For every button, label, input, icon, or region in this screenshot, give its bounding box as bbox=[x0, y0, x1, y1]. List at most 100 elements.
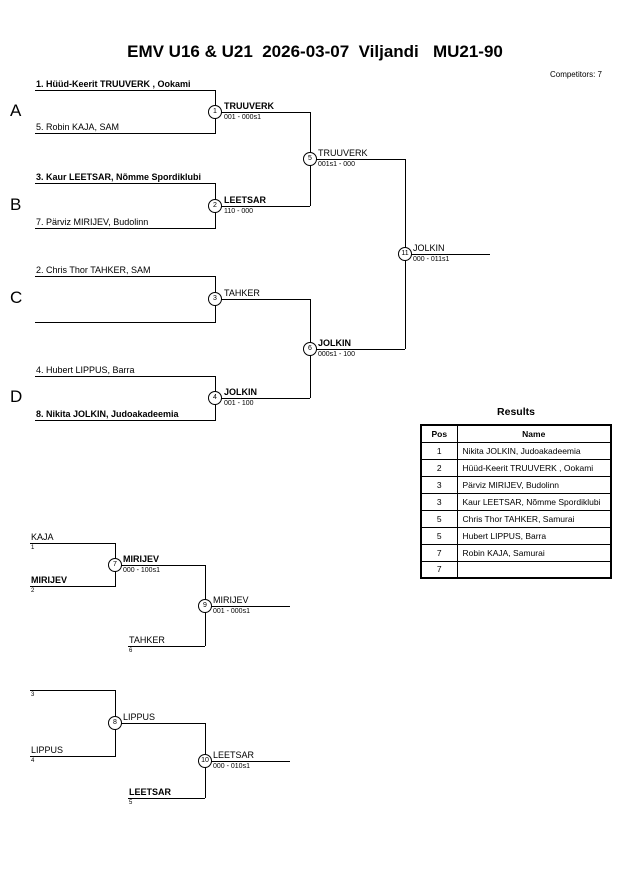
result-pos: 3 bbox=[420, 475, 458, 494]
player-name: MIRIJEV bbox=[31, 575, 68, 585]
competitors-count: Competitors: 7 bbox=[549, 70, 602, 79]
winner-name: TRUUVERK bbox=[224, 101, 275, 111]
seed-number: 5 bbox=[129, 800, 133, 806]
pool-letter: B bbox=[10, 195, 22, 214]
player-name: LIPPUS bbox=[31, 745, 64, 755]
player-name: 5. Robin KAJA, SAM bbox=[36, 122, 120, 132]
bracket-hline bbox=[405, 254, 490, 255]
table-row: 5 Chris Thor TAHKER, Samurai bbox=[420, 509, 612, 528]
result-pos: 5 bbox=[420, 526, 458, 545]
match-score: 001 - 000s1 bbox=[213, 608, 250, 615]
results-header-row: Pos Name bbox=[420, 424, 612, 443]
match-score: 000s1 - 100 bbox=[318, 351, 355, 358]
winner-name: MIRIJEV bbox=[213, 595, 249, 605]
winner-name: MIRIJEV bbox=[123, 554, 160, 564]
match-number-circle: 2 bbox=[208, 199, 222, 213]
player-name: 2. Chris Thor TAHKER, SAM bbox=[36, 265, 151, 275]
table-row: 2 Hüüd-Keerit TRUUVERK , Ookami bbox=[420, 458, 612, 477]
results-table: Pos Name 1 Nikita JOLKIN, Judoakadeemia … bbox=[420, 424, 612, 579]
bracket-hline bbox=[35, 276, 216, 277]
bracket-hline bbox=[35, 228, 216, 229]
match-number-circle: 5 bbox=[303, 152, 317, 166]
bracket-hline bbox=[310, 159, 405, 160]
result-pos: 1 bbox=[420, 441, 458, 460]
result-pos: 5 bbox=[420, 509, 458, 528]
bracket-hline bbox=[205, 606, 290, 607]
match-score: 110 - 000 bbox=[224, 208, 254, 215]
bracket-hline bbox=[215, 398, 310, 399]
result-pos: 3 bbox=[420, 492, 458, 511]
match-number-circle: 9 bbox=[198, 599, 212, 613]
match-number-circle: 11 bbox=[398, 247, 412, 261]
result-name: Robin KAJA, Samurai bbox=[456, 543, 612, 562]
bracket-hline bbox=[215, 299, 310, 300]
bracket-hline bbox=[35, 133, 216, 134]
seed-number: 1 bbox=[31, 545, 35, 551]
match-score: 001 - 100 bbox=[224, 400, 254, 407]
winner-name: LEETSAR bbox=[224, 195, 267, 205]
bracket-hline bbox=[115, 565, 205, 566]
match-score: 000 - 010s1 bbox=[213, 763, 250, 770]
result-pos: 7 bbox=[420, 543, 458, 562]
pool-letter: A bbox=[10, 101, 22, 120]
bracket-hline bbox=[35, 322, 216, 323]
match-score: 001 - 000s1 bbox=[224, 114, 261, 121]
results-header-pos: Pos bbox=[420, 424, 458, 443]
seed-number: 6 bbox=[129, 648, 133, 654]
player-name: 3. Kaur LEETSAR, Nõmme Spordiklubi bbox=[36, 172, 202, 182]
table-row: 7 bbox=[420, 560, 612, 579]
match-score: 001s1 - 000 bbox=[318, 161, 355, 168]
bracket-hline bbox=[205, 761, 290, 762]
bracket-hline bbox=[215, 206, 310, 207]
table-row: 1 Nikita JOLKIN, Judoakadeemia bbox=[420, 441, 612, 460]
match-number-circle: 10 bbox=[198, 754, 212, 768]
result-name: Hüüd-Keerit TRUUVERK , Ookami bbox=[456, 458, 612, 477]
winner-name: JOLKIN bbox=[318, 338, 352, 348]
result-name: Pärviz MIRIJEV, Budolinn bbox=[456, 475, 612, 494]
bracket-hline bbox=[35, 376, 216, 377]
result-name: Kaur LEETSAR, Nõmme Spordiklubi bbox=[456, 492, 612, 511]
player-name: 7. Pärviz MIRIJEV, Budolinn bbox=[36, 217, 149, 227]
match-number-circle: 3 bbox=[208, 292, 222, 306]
pool-letter: D bbox=[10, 387, 23, 406]
winner-name: LEETSAR bbox=[213, 750, 255, 760]
match-score: 000 - 100s1 bbox=[123, 567, 160, 574]
winner-name: TAHKER bbox=[224, 288, 260, 298]
winner-name: JOLKIN bbox=[224, 387, 258, 397]
match-number-circle: 8 bbox=[108, 716, 122, 730]
result-pos: 7 bbox=[420, 560, 458, 579]
bracket-hline bbox=[115, 723, 205, 724]
bracket-hline bbox=[35, 183, 216, 184]
page-title: EMV U16 & U21 2026-03-07 Viljandi MU21-9… bbox=[127, 42, 503, 61]
table-row: 3 Pärviz MIRIJEV, Budolinn bbox=[420, 475, 612, 494]
bracket-hline bbox=[310, 349, 405, 350]
seed-number: 4 bbox=[31, 758, 35, 764]
bracket-hline bbox=[128, 646, 205, 647]
player-name: 4. Hubert LIPPUS, Barra bbox=[36, 365, 135, 375]
seed-number: 3 bbox=[31, 692, 35, 698]
winner-name: TRUUVERK bbox=[318, 148, 368, 158]
result-name: Hubert LIPPUS, Barra bbox=[456, 526, 612, 545]
table-row: 3 Kaur LEETSAR, Nõmme Spordiklubi bbox=[420, 492, 612, 511]
player-name: KAJA bbox=[31, 532, 54, 542]
player-name: 1. Hüüd-Keerit TRUUVERK , Ookami bbox=[36, 79, 191, 89]
bracket-hline bbox=[30, 756, 116, 757]
result-name bbox=[456, 560, 612, 579]
bracket-hline bbox=[30, 543, 116, 544]
bracket-hline bbox=[35, 420, 216, 421]
player-name: 8. Nikita JOLKIN, Judoakadeemia bbox=[36, 409, 179, 419]
results-header-name: Name bbox=[456, 424, 612, 443]
seed-number: 2 bbox=[31, 588, 35, 594]
result-pos: 2 bbox=[420, 458, 458, 477]
bracket-hline bbox=[215, 112, 310, 113]
bracket-hline bbox=[35, 90, 216, 91]
player-name: LEETSAR bbox=[129, 787, 172, 797]
bracket-hline bbox=[30, 586, 116, 587]
match-number-circle: 7 bbox=[108, 558, 122, 572]
result-name: Nikita JOLKIN, Judoakadeemia bbox=[456, 441, 612, 460]
match-score: 000 - 011s1 bbox=[413, 256, 450, 263]
winner-name: JOLKIN bbox=[413, 243, 445, 253]
table-row: 7 Robin KAJA, Samurai bbox=[420, 543, 612, 562]
match-number-circle: 1 bbox=[208, 105, 222, 119]
